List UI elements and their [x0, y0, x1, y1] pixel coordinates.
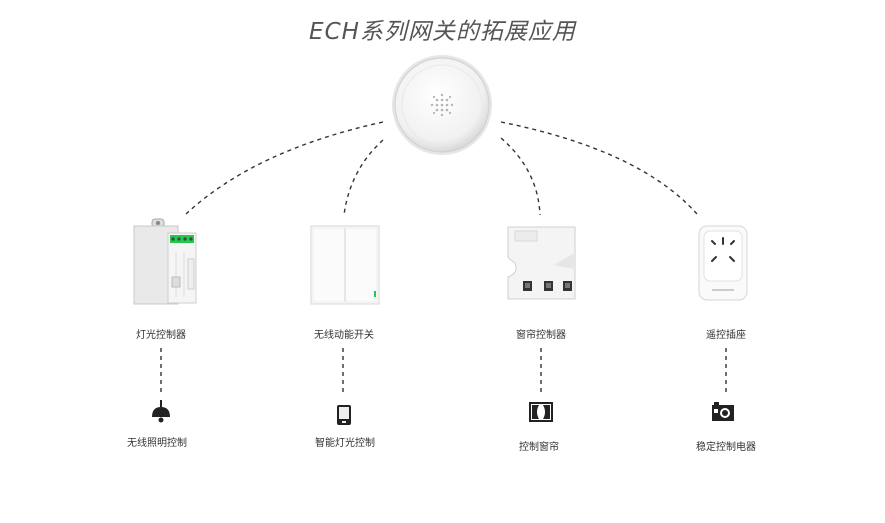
pendant-lamp-icon: [152, 400, 170, 423]
appliance-control-label: 稳定控制电器: [696, 442, 756, 453]
remote-socket-device: [698, 225, 748, 301]
light-controller-device: [133, 218, 197, 305]
link-gateway-curtain-controller: [500, 137, 541, 216]
appliance-icon: [712, 402, 734, 421]
kinetic-switch-label: 无线动能开关: [314, 330, 374, 341]
kinetic-switch-device: [310, 225, 380, 305]
light-controller-label: 灯光控制器: [136, 330, 186, 341]
curtain-controller-device: [507, 226, 576, 300]
link-gateway-remote-socket: [500, 121, 698, 215]
link-gateway-light-controller: [185, 121, 384, 215]
link-gateway-kinetic-switch: [343, 139, 384, 216]
curtain-icon: [529, 402, 553, 422]
gateway-icon: [392, 55, 492, 155]
phone-icon: [337, 405, 351, 425]
wireless-lighting-label: 无线照明控制: [127, 438, 187, 449]
page-title: ECH系列网关的拓展应用: [309, 19, 576, 45]
curtain-control-label: 控制窗帘: [519, 442, 559, 453]
remote-socket-label: 遥控插座: [706, 330, 746, 341]
curtain-controller-label: 窗帘控制器: [516, 330, 566, 341]
smart-lighting-label: 智能灯光控制: [315, 438, 375, 449]
